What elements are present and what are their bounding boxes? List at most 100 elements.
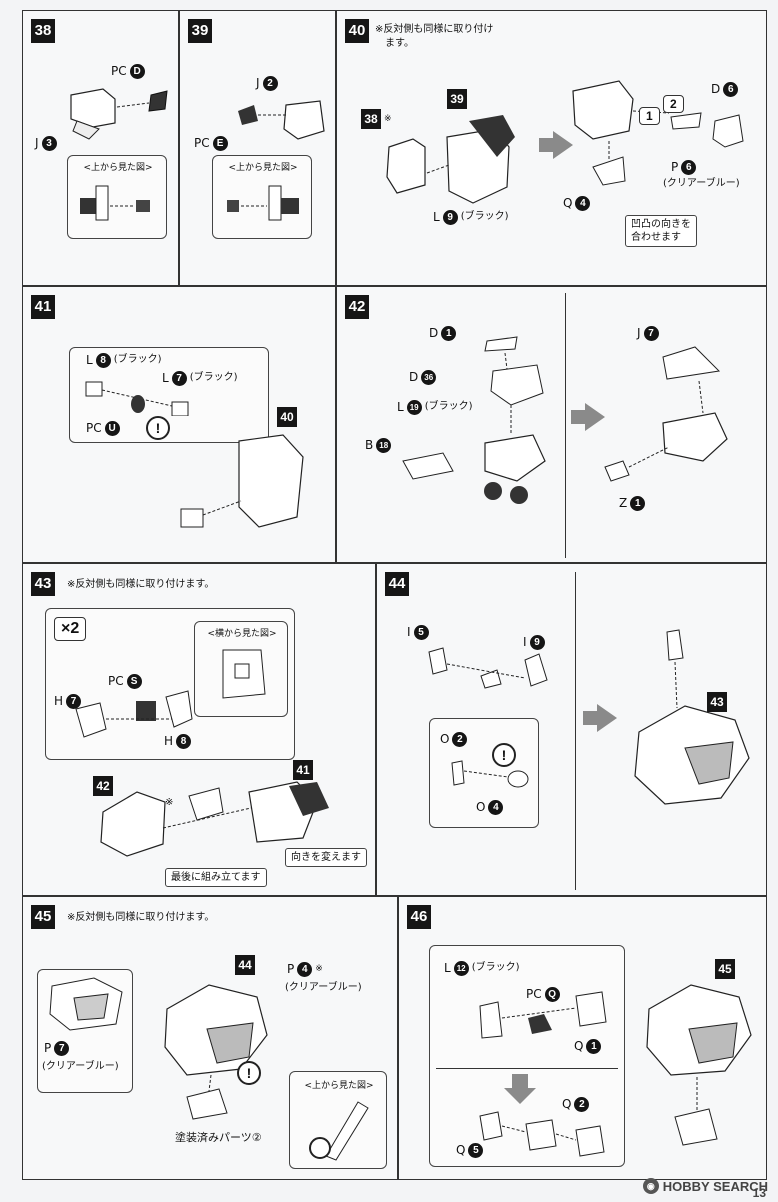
part-illustration-right <box>572 80 744 186</box>
divider <box>436 1068 618 1069</box>
caution-icon: ! <box>237 1061 261 1085</box>
part-illustration-left <box>402 336 546 504</box>
detail-caption: <上から見た図> <box>83 163 153 173</box>
part-illustration <box>428 647 548 689</box>
side-view-caption: <横から見た図> <box>207 629 277 639</box>
top-view-illustration <box>309 1101 369 1161</box>
page-number: 13 <box>752 1186 766 1200</box>
side-view-illustration <box>222 649 266 699</box>
assembled-illustration <box>634 629 750 805</box>
top-view-caption: <上から見た図> <box>304 1081 374 1091</box>
watermark-icon: ◉ <box>642 1178 659 1194</box>
p7-color: (クリアーブルー) <box>42 1061 119 1072</box>
detail-illustration <box>227 185 299 221</box>
detail-view-box: <上から見た図> <box>67 155 167 239</box>
assembled-illustration <box>646 984 752 1146</box>
step-note: ※反対側も同様に取り付け ます。 <box>375 24 494 49</box>
mark: ※ <box>165 797 174 808</box>
part-illustration <box>100 781 329 857</box>
step-number: 38 <box>31 19 55 43</box>
ref-step-39: 39 <box>447 89 467 109</box>
painted-parts-label: 塗装済みパーツ② <box>175 1131 262 1144</box>
order-mark-1: 1 <box>639 107 660 125</box>
p4-color: (クリアーブルー) <box>285 982 362 993</box>
detail-illustration <box>451 760 529 788</box>
detail-caption: <上から見た図> <box>228 163 298 173</box>
step-number: 44 <box>385 572 409 596</box>
ref-step-40: 40 <box>277 407 297 427</box>
detail-illustration <box>80 185 150 221</box>
detail-illustration <box>49 977 123 1031</box>
assemble-last-note: 最後に組み立てます <box>165 868 267 887</box>
ref-step-42: 42 <box>93 776 113 796</box>
down-arrow <box>504 1074 536 1104</box>
part-illustration-left <box>386 115 515 204</box>
next-arrow <box>571 403 605 431</box>
step-number: 40 <box>345 19 369 43</box>
step-number: 45 <box>31 905 55 929</box>
step-number: 41 <box>31 295 55 319</box>
top-view-box: <上から見た図> <box>289 1071 387 1169</box>
page-footer: 13 <box>0 1186 778 1200</box>
side-view-box: <横から見た図> <box>194 621 288 717</box>
ref-step-44: 44 <box>235 955 255 975</box>
step-number: 46 <box>407 905 431 929</box>
step-note: ※反対側も同様に取り付けます。 <box>67 912 215 923</box>
quantity-badge: ×2 <box>54 617 87 641</box>
ref-step-38: 38 ※ <box>361 109 392 129</box>
order-mark-2: 2 <box>663 95 684 113</box>
ref-step-45: 45 <box>715 959 735 979</box>
p6-color: (クリアーブルー) <box>663 178 740 189</box>
ref-step-43: 43 <box>707 692 727 712</box>
detail-illustration <box>75 690 193 738</box>
part-illustration-right <box>604 346 728 482</box>
watermark: ◉ HOBBY SEARCH <box>642 1178 768 1194</box>
part-illustration <box>180 434 304 528</box>
alignment-tip: 凹凸の向きを 合わせます <box>625 215 697 247</box>
part-illustration <box>238 100 325 140</box>
ref-step-41: 41 <box>293 760 313 780</box>
part-illustration <box>164 984 268 1120</box>
part-illustration <box>70 88 168 140</box>
step-number: 42 <box>345 295 369 319</box>
